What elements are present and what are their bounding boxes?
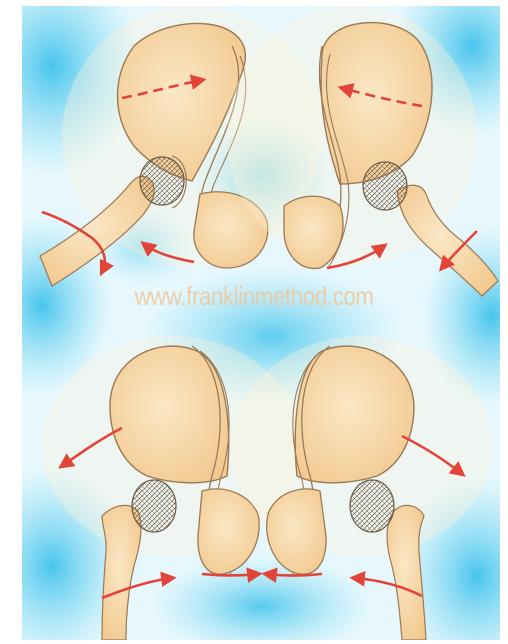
watermark-text: www.franklinmethod.com [36, 281, 473, 321]
pelvis-illustration [22, 6, 500, 640]
